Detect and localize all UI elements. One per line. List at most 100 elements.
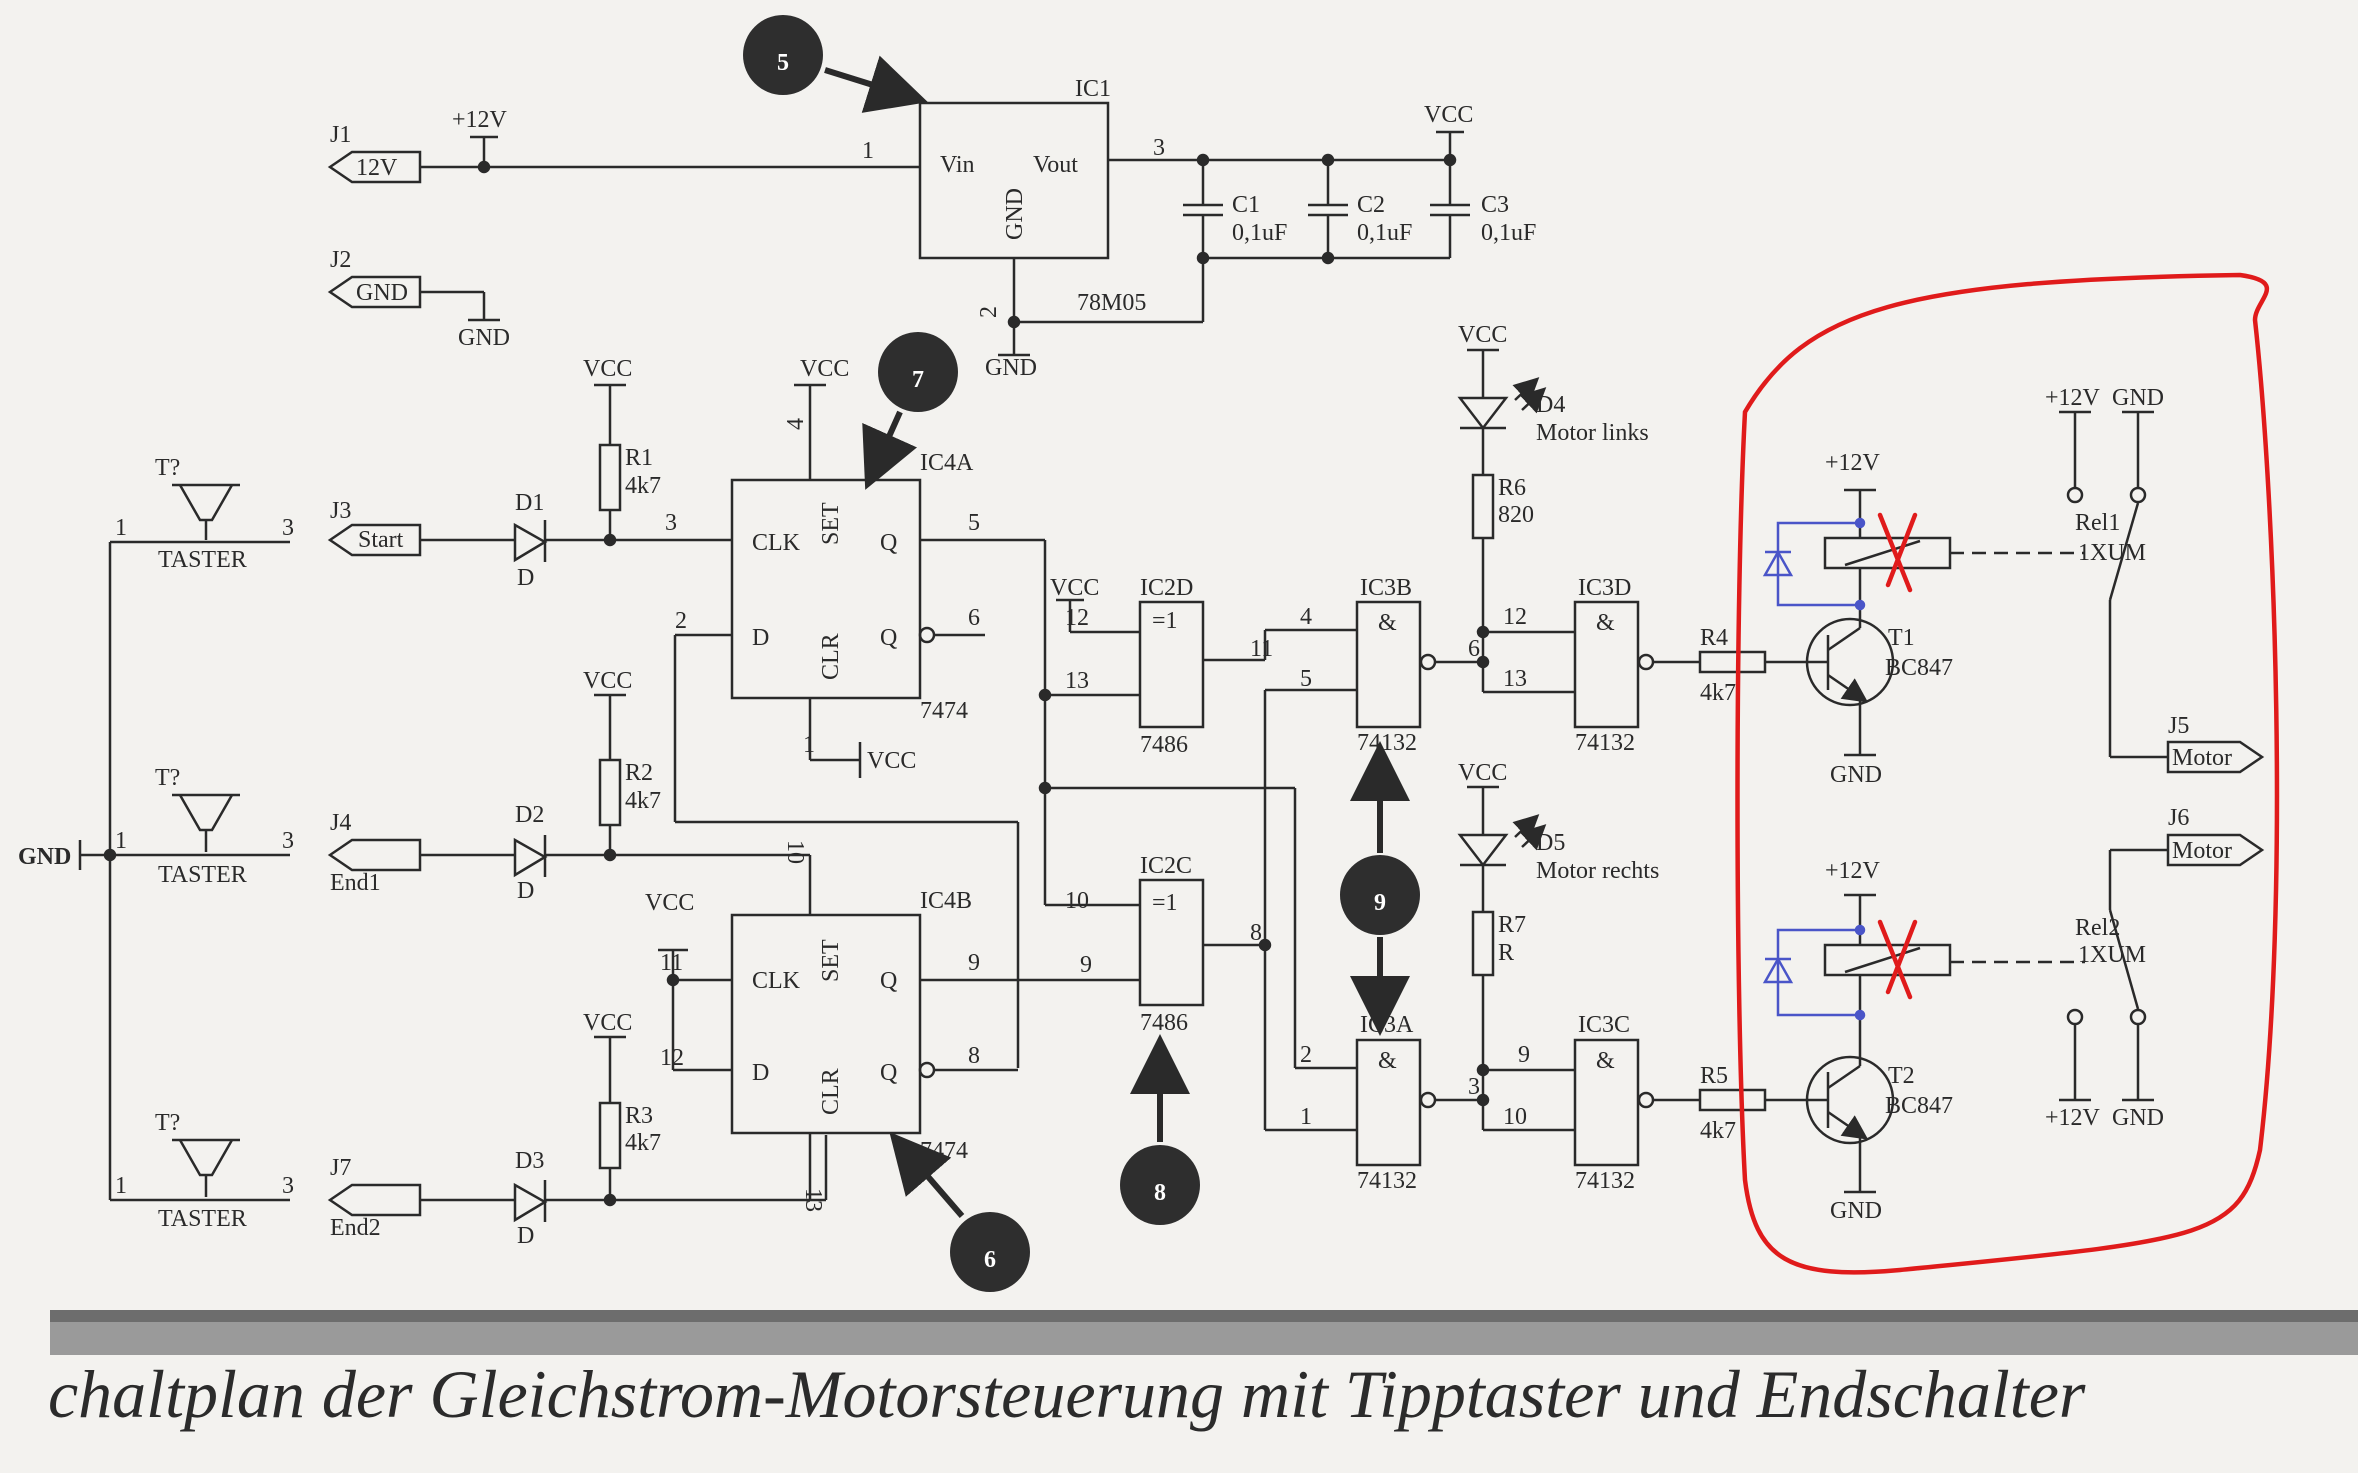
resistor-r1 — [598, 443, 622, 512]
svg-text:8: 8 — [1154, 1180, 1166, 1206]
label-j3-start: Start — [358, 527, 404, 553]
label-ic1-pin3: 3 — [1153, 135, 1165, 161]
label-j1-12v: 12V — [356, 155, 398, 181]
taster1 — [178, 484, 234, 522]
label-ic3a-and: & — [1378, 1048, 1397, 1074]
label-ic3d-pin13: 13 — [1503, 666, 1527, 692]
label-c3-val: 0,1uF — [1481, 220, 1536, 246]
resistor-r4 — [1698, 650, 1767, 674]
marker-5: 5 — [743, 15, 928, 113]
label-d5-text: Motor rechts — [1536, 858, 1659, 884]
label-ic2c: IC2C — [1140, 853, 1192, 879]
label-ic4b: IC4B — [920, 888, 972, 914]
label-r1: R1 — [625, 445, 653, 471]
label-ic1-pin1: 1 — [862, 138, 874, 164]
label-d1-d: D — [517, 565, 534, 591]
number-markers: 5 7 6 8 9 — [743, 15, 1420, 1292]
label-ic4a-clr: CLR — [818, 633, 844, 680]
red-circle-annotation — [1735, 272, 2280, 1275]
led-d4 — [1457, 396, 1509, 431]
drivers-section — [1698, 410, 2265, 1194]
label-gnd-ic1: GND — [985, 355, 1037, 381]
label-j4: J4 — [330, 810, 351, 836]
label-r3: R3 — [625, 1103, 653, 1129]
red-cross-2b — [1885, 919, 1918, 995]
label-ic2c-part: 7486 — [1140, 1010, 1188, 1036]
label-t2-part: BC847 — [1885, 1093, 1953, 1119]
label-ic3a-pin2: 2 — [1300, 1042, 1312, 1068]
svg-text:7: 7 — [912, 367, 924, 393]
label-gnd-rel2: GND — [2112, 1105, 2164, 1131]
label-j2: J2 — [330, 247, 351, 273]
label-plus12v-top: +12V — [452, 107, 508, 133]
marker-8: 8 — [1120, 1034, 1200, 1225]
label-t1: T1 — [1888, 625, 1915, 651]
label-taster1-pin1: 1 — [115, 515, 127, 541]
resistor-r5 — [1698, 1088, 1767, 1112]
label-c1-val: 0,1uF — [1232, 220, 1287, 246]
connector-j4 — [327, 838, 422, 872]
label-vcc-d4: VCC — [1458, 322, 1507, 348]
label-ic4a-q: Q — [880, 530, 897, 556]
label-j1: J1 — [330, 122, 351, 148]
label-ic3c-part: 74132 — [1575, 1168, 1635, 1194]
label-ic4a-part: 7474 — [920, 698, 968, 724]
label-ic2c-xor: =1 — [1152, 890, 1178, 916]
label-vcc-top: VCC — [1424, 102, 1473, 128]
logic-section — [658, 383, 1700, 1200]
label-r4-val: 4k7 — [1700, 680, 1736, 706]
label-ic4a-set: SET — [818, 502, 844, 545]
red-cross-2a — [1877, 919, 1913, 1000]
label-r7-val: R — [1498, 940, 1514, 966]
label-ic2d-part: 7486 — [1140, 732, 1188, 758]
ic3b-nand — [1355, 600, 1422, 729]
taster2 — [178, 794, 234, 832]
label-vcc-ic2d: VCC — [1050, 575, 1099, 601]
label-taster1-tq: T? — [155, 455, 180, 481]
label-ic2d-pin13: 13 — [1065, 668, 1089, 694]
label-r6: R6 — [1498, 475, 1526, 501]
label-plus12v-rel1: +12V — [2045, 385, 2101, 411]
svg-text:6: 6 — [984, 1247, 996, 1273]
label-taster2-pin3: 3 — [282, 828, 294, 854]
label-taster1: TASTER — [158, 547, 247, 573]
power-supply-labels: J1 12V +12V 1 IC1 Vin Vout GND 3 2 78M05… — [330, 76, 1536, 381]
marker-9: 9 — [1340, 741, 1420, 1036]
label-ic4a-pin5: 5 — [968, 510, 980, 536]
label-ic1: IC1 — [1075, 76, 1111, 102]
label-r1-val: 4k7 — [625, 473, 661, 499]
label-d3: D3 — [515, 1148, 544, 1174]
label-vcc-ic4a-set: VCC — [800, 356, 849, 382]
ic3d-nand — [1573, 600, 1640, 729]
label-j7: J7 — [330, 1155, 351, 1181]
label-ic4a-pin1: 1 — [803, 732, 815, 758]
label-j4-end1: End1 — [330, 870, 381, 896]
label-r2: R2 — [625, 760, 653, 786]
label-vcc-d5: VCC — [1458, 760, 1507, 786]
label-ic3b-pin4: 4 — [1300, 604, 1312, 630]
label-plus12v-t1: +12V — [1825, 450, 1881, 476]
label-ic3b-pin5: 5 — [1300, 666, 1312, 692]
inputs-labels: GND T? TASTER 1 3 T? TASTER 1 3 T? TASTE… — [18, 356, 661, 1249]
label-ic3b: IC3B — [1360, 575, 1412, 601]
label-ic4a-qbar: Q — [880, 625, 897, 651]
label-ic4a-pin6: 6 — [968, 605, 980, 631]
ic4b-flipflop — [730, 913, 922, 1135]
relay2-coil — [1823, 943, 1952, 977]
label-j5: J5 — [2168, 713, 2189, 739]
label-ic3c: IC3C — [1578, 1012, 1630, 1038]
label-ic2d-pin12: 12 — [1065, 605, 1089, 631]
leds-section — [1457, 348, 1547, 1077]
label-ic4b-pin9: 9 — [968, 950, 980, 976]
label-vcc-r2: VCC — [583, 668, 632, 694]
freewheel-diode-2 — [1762, 956, 1794, 984]
label-d1: D1 — [515, 490, 544, 516]
label-rel2-type: 1XUM — [2078, 942, 2146, 968]
ic3c-nand — [1573, 1038, 1640, 1167]
relay1-coil — [1823, 536, 1952, 570]
label-taster2-pin1: 1 — [115, 828, 127, 854]
label-r5: R5 — [1700, 1063, 1728, 1089]
label-taster3-pin1: 1 — [115, 1173, 127, 1199]
label-ic2c-pin8: 8 — [1250, 920, 1262, 946]
label-gnd-j2: GND — [458, 325, 510, 351]
